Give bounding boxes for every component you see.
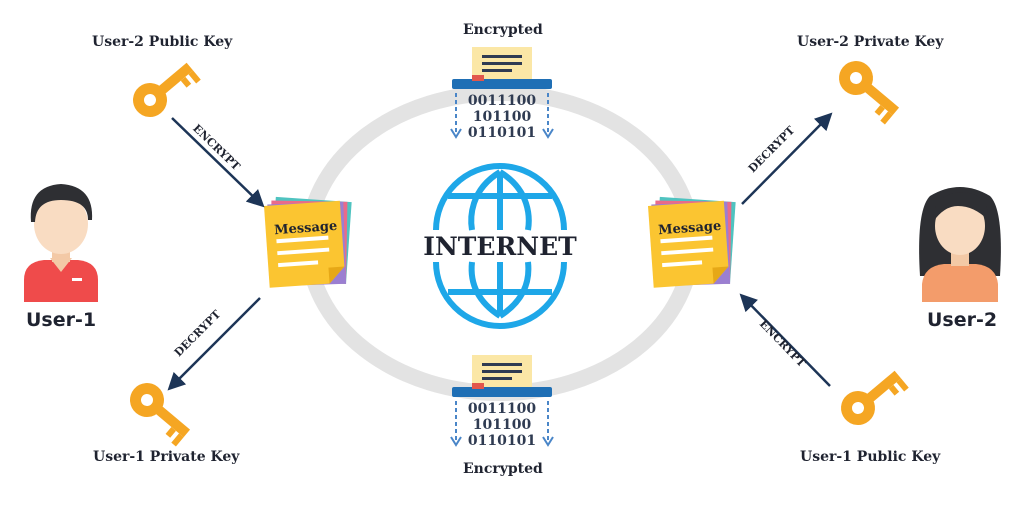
user2-avatar-icon [919, 187, 1001, 302]
user1-private-key-label: User-1 Private Key [93, 449, 240, 465]
user2-private-key-icon [832, 54, 907, 125]
user2-public-key-label: User-2 Public Key [92, 34, 233, 50]
user1-private-key-icon [123, 376, 198, 447]
decrypt-arrow-left [167, 297, 261, 391]
user2-private-key-label: User-2 Private Key [797, 34, 944, 50]
encrypted-bottom-label: Encrypted [463, 461, 543, 477]
message-right-label: Message [658, 219, 722, 238]
decrypt-arrow-right [741, 112, 833, 205]
user1-avatar-icon [24, 184, 98, 302]
user1-name: User-1 [26, 309, 97, 331]
decrypt-label-left: DECRYPT [172, 307, 224, 359]
encrypt-arrow-right [739, 293, 831, 387]
decrypt-label-right: DECRYPT [746, 123, 798, 175]
internet-label: INTERNET [423, 232, 577, 261]
encrypt-label-left: ENCRYPT [190, 122, 243, 174]
encrypt-arrow-left [171, 117, 265, 208]
user2-public-key-icon [126, 53, 201, 124]
message-note-right-icon [647, 191, 742, 290]
user1-public-key-icon [834, 361, 909, 432]
globe-icon [433, 163, 567, 329]
encrypted-top-label: Encrypted [463, 22, 543, 38]
message-left-label: Message [274, 219, 338, 238]
user2-name: User-2 [927, 309, 998, 331]
user1-public-key-label: User-1 Public Key [800, 449, 941, 465]
encrypted-shredder-bottom-icon [450, 354, 554, 450]
encrypt-label-right: ENCRYPT [757, 317, 809, 370]
message-note-left-icon [263, 191, 358, 290]
